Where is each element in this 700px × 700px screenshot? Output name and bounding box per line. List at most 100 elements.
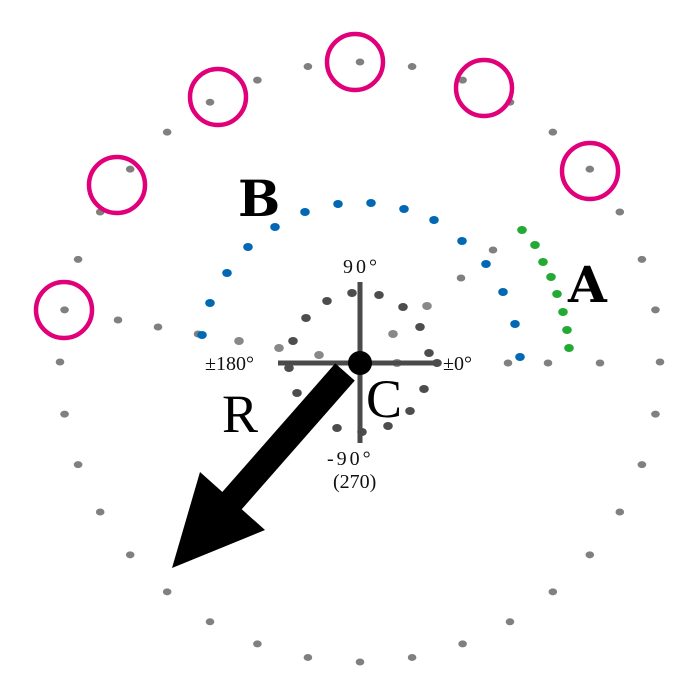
highlight-ring (86, 154, 148, 216)
outer-dot (548, 128, 558, 136)
green-dot (546, 273, 556, 281)
inner-dot (415, 323, 425, 331)
outer-dot (60, 306, 69, 314)
inner-dot (405, 407, 415, 415)
outer-dot (205, 618, 215, 626)
green-dot (558, 308, 568, 316)
blue-dot (270, 223, 280, 231)
inner-dot (322, 297, 332, 305)
outer-dot (595, 359, 605, 367)
highlight-rings (33, 31, 621, 341)
inner-dot (288, 337, 298, 345)
blue-dot (197, 331, 207, 339)
outer-dot (95, 508, 105, 516)
inner-dot (424, 349, 434, 357)
green-dot (552, 290, 562, 298)
outer-dot (303, 653, 313, 661)
outer-dot (543, 359, 553, 367)
inner-dot (292, 389, 302, 397)
blue-dot (399, 205, 409, 213)
blue-dot-arc (197, 199, 525, 361)
outer-dot (355, 58, 365, 66)
axis-label-90: 90° (343, 256, 380, 278)
blue-dot (243, 243, 253, 251)
blue-dot (498, 288, 508, 296)
axis-label-180: ±180° (205, 353, 254, 375)
outer-dot (585, 551, 595, 559)
green-dot-arc (517, 226, 574, 352)
outer-dot (162, 128, 172, 136)
highlight-ring (324, 31, 386, 93)
outer-dot (125, 165, 135, 173)
outer-dot (73, 255, 83, 263)
blue-dot (515, 353, 525, 361)
outer-dot (253, 640, 262, 648)
label-r: R (222, 384, 258, 444)
axis-label-0: ±0° (443, 353, 472, 375)
highlight-ring (559, 140, 621, 202)
outer-dot (355, 658, 365, 666)
outer-dot (458, 76, 467, 84)
outer-dot (113, 316, 123, 324)
outer-dot (456, 274, 466, 282)
label-c: C (366, 369, 402, 429)
blue-dot (481, 260, 491, 268)
label-a: A (567, 255, 608, 314)
blue-dot (366, 199, 376, 207)
inner-dot (383, 422, 393, 430)
green-dot (538, 258, 548, 266)
outer-dot (637, 461, 647, 469)
axes-cross (278, 282, 440, 443)
outer-dot (205, 98, 215, 106)
highlight-ring (187, 66, 249, 128)
outer-dot (407, 653, 417, 661)
arrow-head (172, 472, 265, 568)
outer-dot (303, 63, 313, 71)
outer-dot (651, 306, 660, 314)
green-dot (530, 241, 540, 249)
outer-dot (585, 165, 595, 173)
outer-dot (73, 461, 83, 469)
inner-dot (374, 291, 384, 299)
blue-dot (333, 200, 343, 208)
blue-dot (510, 320, 520, 328)
blue-dot (429, 216, 439, 224)
outer-dot (615, 508, 625, 516)
outer-dot (60, 410, 69, 418)
center-point (348, 351, 372, 375)
outer-dot (548, 588, 558, 596)
axis-label-270: (270) (333, 471, 376, 493)
inner-dot (347, 289, 357, 297)
inner-dot (314, 351, 324, 359)
label-b: B (238, 169, 280, 228)
blue-dot (205, 299, 215, 307)
outer-dot (125, 551, 135, 559)
inner-dot (234, 337, 244, 345)
highlight-ring (33, 279, 95, 341)
outer-dot (153, 323, 163, 331)
direction-arrow (172, 363, 355, 568)
inner-dot (284, 364, 294, 372)
outer-dot (488, 246, 498, 254)
arrow-shaft (205, 363, 355, 529)
inner-dot (398, 303, 408, 311)
highlight-ring (453, 57, 515, 119)
axis-label-minus-90: -90° (327, 448, 374, 470)
outer-dot (637, 255, 647, 263)
blue-dot (457, 237, 467, 245)
outer-dot (503, 359, 513, 367)
green-dot (564, 344, 574, 352)
blue-dot (300, 208, 310, 216)
inner-dot (274, 344, 284, 352)
outer-dot (615, 208, 625, 216)
outer-dot (253, 76, 262, 84)
inner-dot (388, 330, 398, 338)
blue-dot (222, 269, 232, 277)
outer-dot (655, 358, 665, 366)
outer-dot (458, 640, 467, 648)
inner-dot (422, 302, 432, 310)
inner-dot (332, 424, 342, 432)
outer-dot (651, 410, 660, 418)
